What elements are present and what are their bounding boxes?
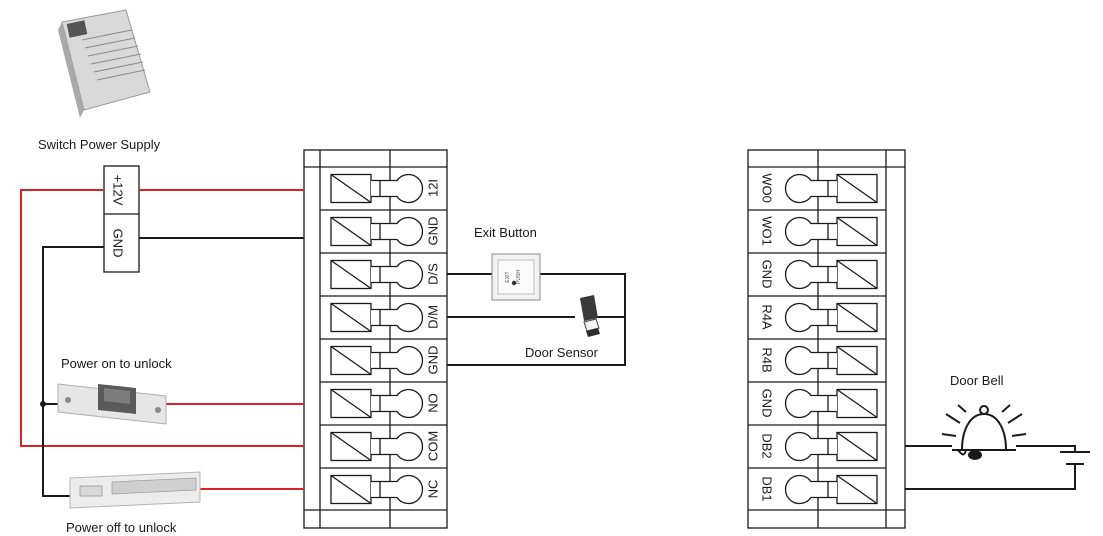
wire-junction: [40, 401, 46, 407]
terminal-screw: [784, 431, 878, 462]
terminal-screw: [330, 259, 424, 290]
right-terminal-screws: [784, 173, 878, 505]
terminal-r4a: R4A: [760, 304, 775, 330]
terminal-screw: [330, 388, 424, 419]
door-sensor-image: [580, 295, 600, 337]
wire-exit-to-gnd: [447, 273, 626, 366]
terminal-gnd-3: GND: [760, 260, 775, 289]
wire-12v-to-com: [20, 189, 304, 447]
wire-bell-to-battery: [1016, 445, 1076, 452]
door-bell-label: Door Bell: [950, 373, 1004, 388]
left-terminal-block: [303, 149, 448, 529]
terminal-screw: [784, 345, 878, 376]
left-terminal-screws: [330, 173, 424, 505]
right-terminal-block: [747, 149, 906, 529]
terminal-nc: NC: [425, 480, 440, 499]
terminal-ds: D/S: [425, 263, 440, 285]
psu-terminal-12v: +12V: [111, 175, 126, 206]
lock-power-off-image: [69, 471, 201, 509]
power-supply-label: Switch Power Supply: [38, 137, 161, 152]
terminal-screw: [784, 259, 878, 290]
terminal-db1: DB1: [760, 476, 775, 501]
terminal-screw: [330, 431, 424, 462]
terminal-screw: [330, 345, 424, 376]
terminal-db2: DB2: [760, 433, 775, 458]
terminal-gnd-4: GND: [760, 389, 775, 418]
door-sensor-label: Door Sensor: [525, 345, 599, 360]
terminal-no: NO: [425, 393, 440, 413]
psu-terminal-gnd: GND: [111, 229, 126, 258]
wire-gnd-to-locks: [42, 246, 104, 497]
door-bell-icon: [941, 404, 1027, 460]
wire-battery-to-db1: [905, 464, 1076, 490]
terminal-gnd-2: GND: [425, 346, 440, 375]
terminal-screw: [330, 302, 424, 333]
terminal-wo0: WO0: [760, 173, 775, 203]
battery-icon: [1060, 451, 1090, 465]
terminal-screw: [784, 388, 878, 419]
terminal-wo1: WO1: [760, 216, 775, 246]
lock-power-off-label: Power off to unlock: [66, 520, 177, 535]
terminal-screw: [784, 474, 878, 505]
terminal-screw: [330, 474, 424, 505]
lock-power-on-image: [57, 383, 167, 425]
exit-button-image: PUSH EXIT: [491, 253, 541, 301]
exit-button-label: Exit Button: [474, 225, 537, 240]
exit-button-exit-text: EXIT: [505, 271, 511, 282]
lock-power-on-label: Power on to unlock: [61, 356, 172, 371]
terminal-gnd-1: GND: [425, 217, 440, 246]
terminal-screw: [784, 173, 878, 204]
terminal-screw: [784, 302, 878, 333]
exit-button-push-text: PUSH: [516, 270, 522, 284]
terminal-12i: 12I: [425, 179, 440, 197]
terminal-dm: D/M: [425, 305, 440, 329]
psu-terminal-block: [103, 165, 140, 273]
terminal-screw: [330, 173, 424, 204]
terminal-com: COM: [425, 431, 440, 461]
terminal-r4b: R4B: [760, 347, 775, 372]
power-supply-image: [58, 9, 151, 118]
terminal-screw: [784, 216, 878, 247]
terminal-screw: [330, 216, 424, 247]
